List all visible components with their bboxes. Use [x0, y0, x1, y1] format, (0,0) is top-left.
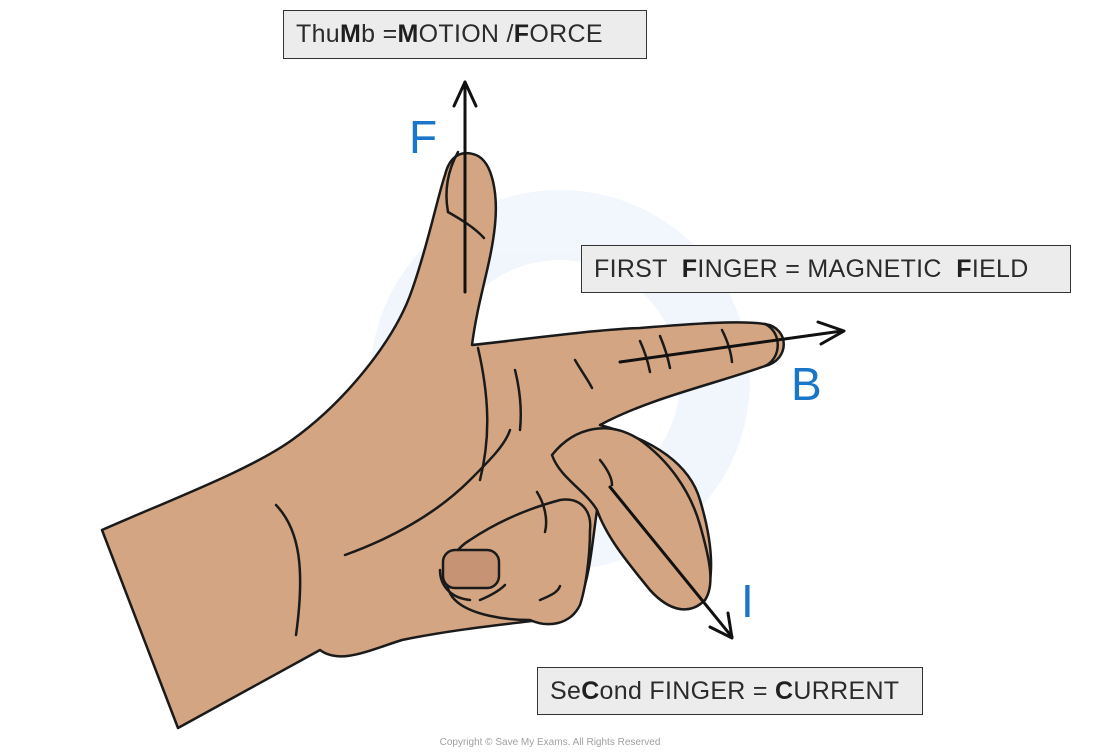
first-finger-label-part: IELD — [971, 254, 1029, 283]
finger-nail — [441, 548, 501, 590]
hand-crease — [573, 358, 594, 390]
first-finger-label-part: INGER = MAGNETIC — [697, 254, 957, 283]
hand-crease — [538, 584, 562, 602]
hand-crease — [438, 568, 472, 602]
field-arrow — [618, 329, 844, 364]
thumb-label-part: F — [513, 20, 530, 48]
field-symbol: B — [791, 358, 822, 410]
vector-arrows — [452, 80, 846, 640]
hand-crease — [478, 583, 507, 602]
thumb-label-part: M — [339, 20, 362, 48]
hand-crease — [535, 490, 548, 534]
current-symbol: I — [741, 575, 754, 627]
hand-crease — [343, 428, 512, 557]
second-finger-label-part: ond FINGER = — [599, 676, 776, 705]
thumb-label-part: Thu — [296, 20, 340, 48]
current-arrow — [608, 485, 734, 639]
force-symbol: F — [409, 111, 438, 163]
first-finger-label-part: F — [956, 254, 972, 283]
second-finger-label-part: Se — [550, 676, 582, 705]
hand-crease — [274, 503, 302, 637]
current-arrowhead — [708, 611, 734, 640]
first-finger-tip — [763, 322, 779, 368]
first-finger-label-part: FIRST — [594, 254, 682, 283]
hand-crease — [598, 458, 614, 487]
thumb-label-part: M — [397, 20, 419, 48]
thumb-label-part: OTION / — [418, 20, 514, 48]
hand-crease — [513, 368, 523, 432]
field-arrowhead — [816, 320, 846, 346]
second-finger-label-part: C — [775, 676, 794, 705]
second-finger-label-part: C — [581, 676, 600, 705]
thumb-label-part: b = — [361, 20, 398, 48]
thumb-nail — [445, 150, 460, 214]
thumb-label-part: ORCE — [529, 20, 603, 48]
hand-crease — [446, 210, 486, 240]
second-finger-label-part: URRENT — [793, 676, 900, 705]
first-finger-label-part: F — [681, 254, 698, 283]
copyright-notice: Copyright © Save My Exams. All Rights Re… — [439, 737, 661, 748]
hand-crease — [658, 334, 672, 370]
force-arrowhead — [452, 80, 478, 108]
